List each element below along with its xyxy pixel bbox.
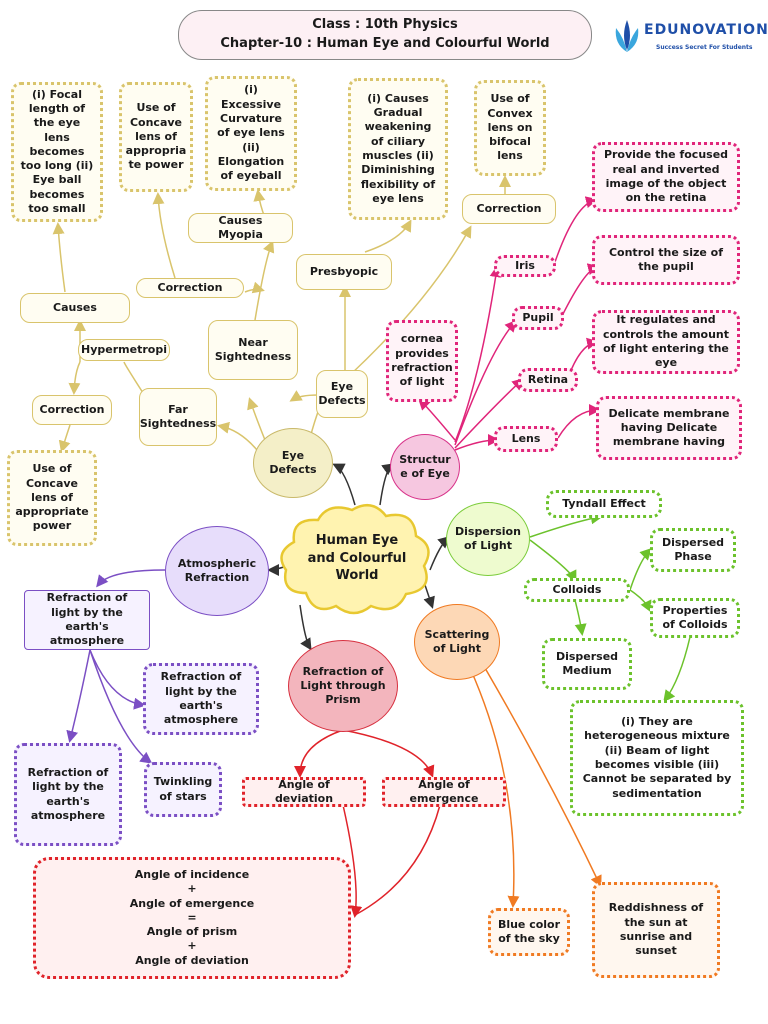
chapter-line: Chapter-10 : Human Eye and Colourful Wor… <box>220 36 550 51</box>
atmospheric-main-node: Refraction of light by the earth's atmos… <box>24 590 150 650</box>
myopia-node: Causes Myopia <box>188 213 293 243</box>
retina-detail: It regulates and controls the amount of … <box>592 310 740 374</box>
title-banner: Class : 10th Physics Chapter-10 : Human … <box>178 10 592 60</box>
logo-tagline: Success Secret For Students <box>656 44 753 51</box>
presbyopic-correction-node: Correction <box>462 194 556 224</box>
iris-node: Iris <box>494 255 556 277</box>
hypermetropia-node: Hypermetropi <box>78 339 170 361</box>
scattering-hub: Scattering of Light <box>414 604 500 680</box>
lens-node: Lens <box>494 426 558 452</box>
dispersion-hub: Dispersion of Light <box>446 502 530 576</box>
center-node: Human Eye and Colourful World <box>276 498 436 620</box>
logo-wordmark: EDUNOVATIONS <box>644 22 768 38</box>
formula-line: + <box>187 882 197 896</box>
presbyopic-correction-detail: Use of Convex lens on bifocal lens <box>474 80 546 176</box>
properties-of-colloids-node: Properties of Colloids <box>650 598 740 638</box>
class-line: Class : 10th Physics <box>312 17 458 33</box>
atmospheric-lower-node: Refraction of light by the earth's atmos… <box>14 743 122 846</box>
formula-line: Angle of incidence <box>134 867 250 881</box>
far-causes-detail: (i) Focal length of the eye lens becomes… <box>11 82 103 222</box>
atmospheric-refraction-hub: Atmospheric Refraction <box>165 526 269 616</box>
center-title: Human Eye and Colourful World <box>307 533 407 584</box>
pupil-node: Pupil <box>512 306 564 330</box>
colloids-node: Colloids <box>524 578 630 602</box>
prism-hub: Refraction of Light through Prism <box>288 640 398 732</box>
properties-detail: (i) They are heterogeneous mixture (ii) … <box>570 700 744 816</box>
tyndall-effect-node: Tyndall Effect <box>546 490 662 518</box>
dispersed-phase-node: Dispersed Phase <box>650 528 736 572</box>
lens-detail: Delicate membrane having Delicate membra… <box>596 396 742 460</box>
near-sightedness-node: Near Sightedness <box>208 320 298 380</box>
pupil-detail: Control the size of the pupil <box>592 235 740 285</box>
presbyopic-causes-detail: (i) Causes Gradual weakening of ciliary … <box>348 78 448 220</box>
structure-of-eye-hub: Structur e of Eye <box>390 434 460 500</box>
angle-of-deviation-node: Angle of deviation <box>242 777 366 807</box>
far-sightedness-node: Far Sightedness <box>139 388 217 446</box>
eye-defects-hub: Eye Defects <box>253 428 333 498</box>
cornea-node: cornea provides refraction of light <box>386 320 458 402</box>
cloud-shape <box>280 503 430 615</box>
twinkling-of-stars-node: Twinkling of stars <box>144 762 222 817</box>
formula-line: = <box>187 910 197 924</box>
dispersed-medium-node: Dispersed Medium <box>542 638 632 690</box>
blue-sky-node: Blue color of the sky <box>488 908 570 956</box>
eye-defects-node: Eye Defects <box>316 370 368 418</box>
retina-node: Retina <box>518 368 578 392</box>
far-causes-node: Causes <box>20 293 130 323</box>
angle-of-emergence-node: Angle of emergence <box>382 777 506 807</box>
far-correction-detail: Use of Concave lens of appropriate power <box>7 450 97 546</box>
atmospheric-mid-node: Refraction of light by the earth's atmos… <box>143 663 259 735</box>
lotus-icon <box>615 20 639 52</box>
formula-line: Angle of prism <box>146 925 238 939</box>
reddish-sun-node: Reddishness of the sun at sunrise and su… <box>592 882 720 978</box>
far-correction-node: Correction <box>32 395 112 425</box>
edunovations-logo: EDUNOVATIONS Success Secret For Students <box>612 16 768 58</box>
near-correction-node: Correction <box>136 278 244 298</box>
formula-line: Angle of deviation <box>135 953 249 967</box>
near-correction-detail: Use of Concave lens of appropria te powe… <box>119 82 193 192</box>
iris-detail: Provide the focused real and inverted im… <box>592 142 740 212</box>
formula-line: Angle of emergence <box>129 896 255 910</box>
presbyopic-node: Presbyopic <box>296 254 392 290</box>
myopia-detail: (i) Excessive Curvature of eye lens (ii)… <box>205 76 297 191</box>
prism-formula-box: Angle of incidence + Angle of emergence … <box>33 857 351 979</box>
formula-line: + <box>187 939 197 953</box>
